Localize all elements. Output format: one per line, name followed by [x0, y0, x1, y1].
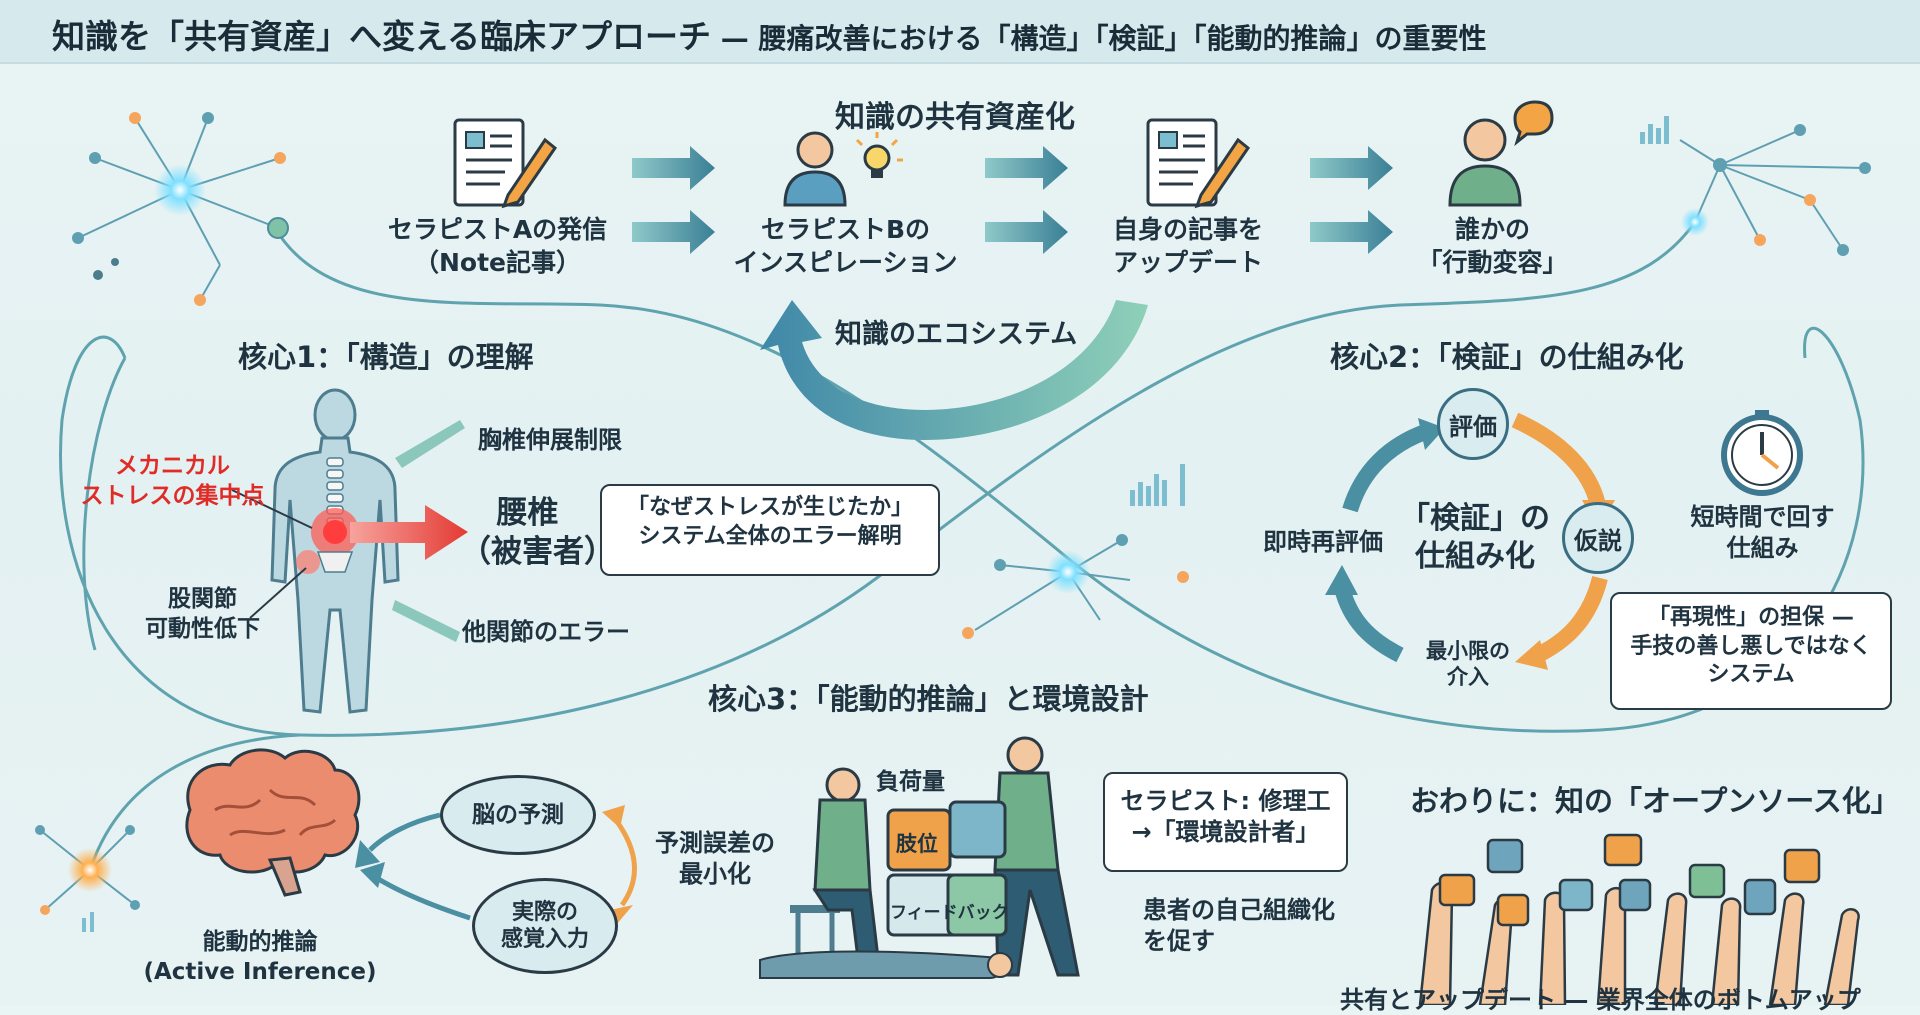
- human-body-figure: [270, 388, 400, 714]
- pointer-lines: [231, 420, 465, 642]
- document-pencil-icon-b: [1146, 118, 1251, 209]
- title-sub: 腰痛改善における「構造」「検証」「能動的推論」の重要性: [758, 22, 1487, 55]
- network-nodes-top-left: [72, 112, 289, 306]
- hip-mobility-label: 股関節 可動性低下: [145, 586, 260, 642]
- page-title: 知識を「共有資産」へ変える臨床アプローチ — 腰痛改善における「構造」「検証」「…: [52, 10, 1487, 58]
- actual-input-label: 実際の 感覚入力: [500, 899, 589, 953]
- core1-heading: 核心1：「構造」の理解: [238, 340, 534, 374]
- title-bar: [0, 0, 1920, 64]
- verification-center-label: 「検証」の 仕組み化: [1400, 501, 1550, 574]
- stress-arrow-icon: [350, 505, 468, 560]
- therapy-scene-illustration: [759, 736, 1080, 979]
- brain-prediction-ellipse: 脳の予測: [440, 775, 596, 855]
- hands-puzzle-illustration: [1418, 833, 1860, 1005]
- ecosystem-label: 知識のエコシステム: [835, 319, 1078, 350]
- step-update-article: 自身の記事を アップデート: [1112, 215, 1263, 277]
- core2-heading: 核心2：「検証」の仕組み化: [1330, 340, 1684, 374]
- brain-icon: [185, 748, 361, 897]
- knowledge-sharing-heading: 知識の共有資産化: [835, 100, 1075, 135]
- actual-input-ellipse: 実際の 感覚入力: [472, 878, 618, 974]
- position-label: 肢位: [896, 832, 938, 856]
- network-nodes-top-right: [1640, 116, 1871, 256]
- short-cycle-label: 短時間で回す 仕組み: [1690, 503, 1835, 563]
- inference-arrows: [355, 805, 637, 925]
- clock-icon: [1721, 410, 1803, 496]
- self-organization-label: 患者の自己組織化 を促す: [1143, 896, 1335, 956]
- network-center: [962, 464, 1189, 639]
- node-hypothesis: 仮説: [1562, 502, 1634, 574]
- person-speech-icon: [1448, 100, 1554, 207]
- immediate-reeval-label: 即時再評価: [1263, 528, 1383, 556]
- step-therapist-a: セラピストAの発信 （Note記事）: [387, 215, 608, 277]
- verification-cycle-arrows: [1325, 412, 1615, 670]
- node-hypothesis-label: 仮説: [1574, 526, 1622, 555]
- core3-heading: 核心3：「能動的推論」と環境設計: [708, 682, 1149, 716]
- load-label: 負荷量: [876, 769, 945, 795]
- why-stress-box: 「なぜストレスが生じたか」 システム全体のエラー解明: [600, 484, 940, 576]
- node-evaluation-label: 評価: [1449, 412, 1497, 441]
- feedback-label: フィードバック: [890, 903, 1009, 923]
- minimal-intervention-label: 最小限の 介入: [1426, 639, 1510, 690]
- active-inference-label: 能動的推論 (Active Inference): [143, 929, 377, 985]
- therapist-role-box: セラピスト: 修理工 →「環境設計者」: [1103, 772, 1348, 872]
- step-behavior-change: 誰かの 「行動変容」: [1417, 215, 1568, 277]
- mechanical-stress-label: メカニカル ストレスの集中点: [80, 453, 265, 509]
- lumbar-victim-label: 腰椎 （被害者）: [460, 495, 615, 570]
- title-main: 知識を「共有資産」へ変える臨床アプローチ: [52, 17, 712, 56]
- other-joint-error-label: 他関節のエラー: [462, 618, 630, 646]
- flow-arrows: [632, 146, 1393, 254]
- node-evaluation: 評価: [1437, 388, 1509, 460]
- step-therapist-b: セラピストBの インスピレーション: [733, 215, 958, 277]
- network-bottom-left: [35, 825, 140, 932]
- person-lightbulb-icon: [783, 131, 903, 207]
- network-top-right: [1679, 129, 1866, 251]
- reproducibility-box: 「再現性」の担保 — 手技の善し悪しではなく システム: [1610, 592, 1892, 710]
- brain-prediction-label: 脳の予測: [472, 801, 564, 828]
- thoracic-extension-label: 胸椎伸展制限: [478, 426, 622, 454]
- closing-caption: 共有とアップデート — 業界全体のボトムアップ: [1340, 986, 1861, 1014]
- document-pencil-icon-a: [453, 118, 558, 209]
- closing-heading: おわりに：知の「オープンソース化」: [1410, 784, 1900, 818]
- infinity-flow-lines: [59, 221, 1865, 871]
- ecosystem-cycle-arrow: [760, 300, 1148, 440]
- title-dash: —: [711, 22, 759, 55]
- minimize-error-label: 予測誤差の 最小化: [655, 829, 775, 889]
